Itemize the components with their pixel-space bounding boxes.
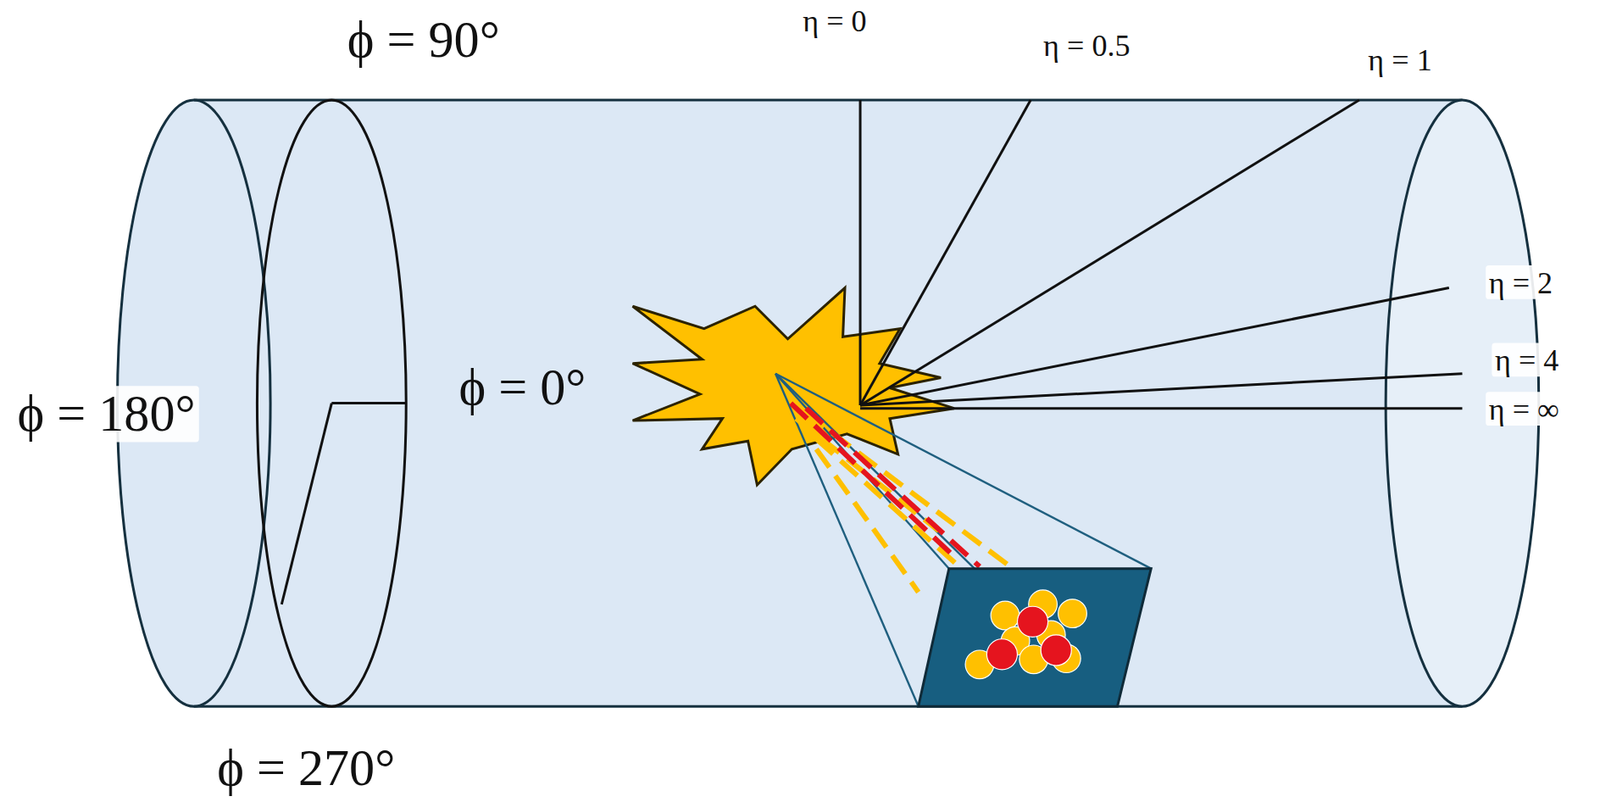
axis-label: ϕ = 90° bbox=[347, 11, 500, 68]
phi-angle-line bbox=[281, 403, 332, 605]
eta-lines bbox=[860, 100, 1462, 409]
axis-label: ϕ = 0° bbox=[459, 359, 587, 416]
axis-label: ϕ = 270° bbox=[216, 739, 395, 796]
phi-ring bbox=[256, 100, 406, 706]
axis-label: ϕ = 180° bbox=[14, 385, 199, 442]
axis-label: η = 2 bbox=[1485, 265, 1556, 300]
axis-label: η = 0.5 bbox=[1043, 28, 1130, 63]
particle-tracks bbox=[790, 403, 1011, 593]
detector-cell bbox=[918, 568, 1152, 707]
cylinder-body bbox=[116, 100, 1462, 706]
cylinder-edge bbox=[194, 705, 1463, 708]
collision-burst bbox=[633, 288, 955, 485]
acceptance-cone bbox=[775, 373, 1151, 707]
axis-label: η = 4 bbox=[1491, 343, 1562, 378]
phi-reference-line bbox=[331, 401, 406, 405]
energy-deposits bbox=[965, 589, 1087, 679]
cylinder-edge bbox=[194, 98, 1463, 101]
axis-label: η = ∞ bbox=[1485, 391, 1562, 426]
axis-label: η = 0 bbox=[802, 4, 867, 39]
axis-label: η = 1 bbox=[1367, 43, 1432, 78]
